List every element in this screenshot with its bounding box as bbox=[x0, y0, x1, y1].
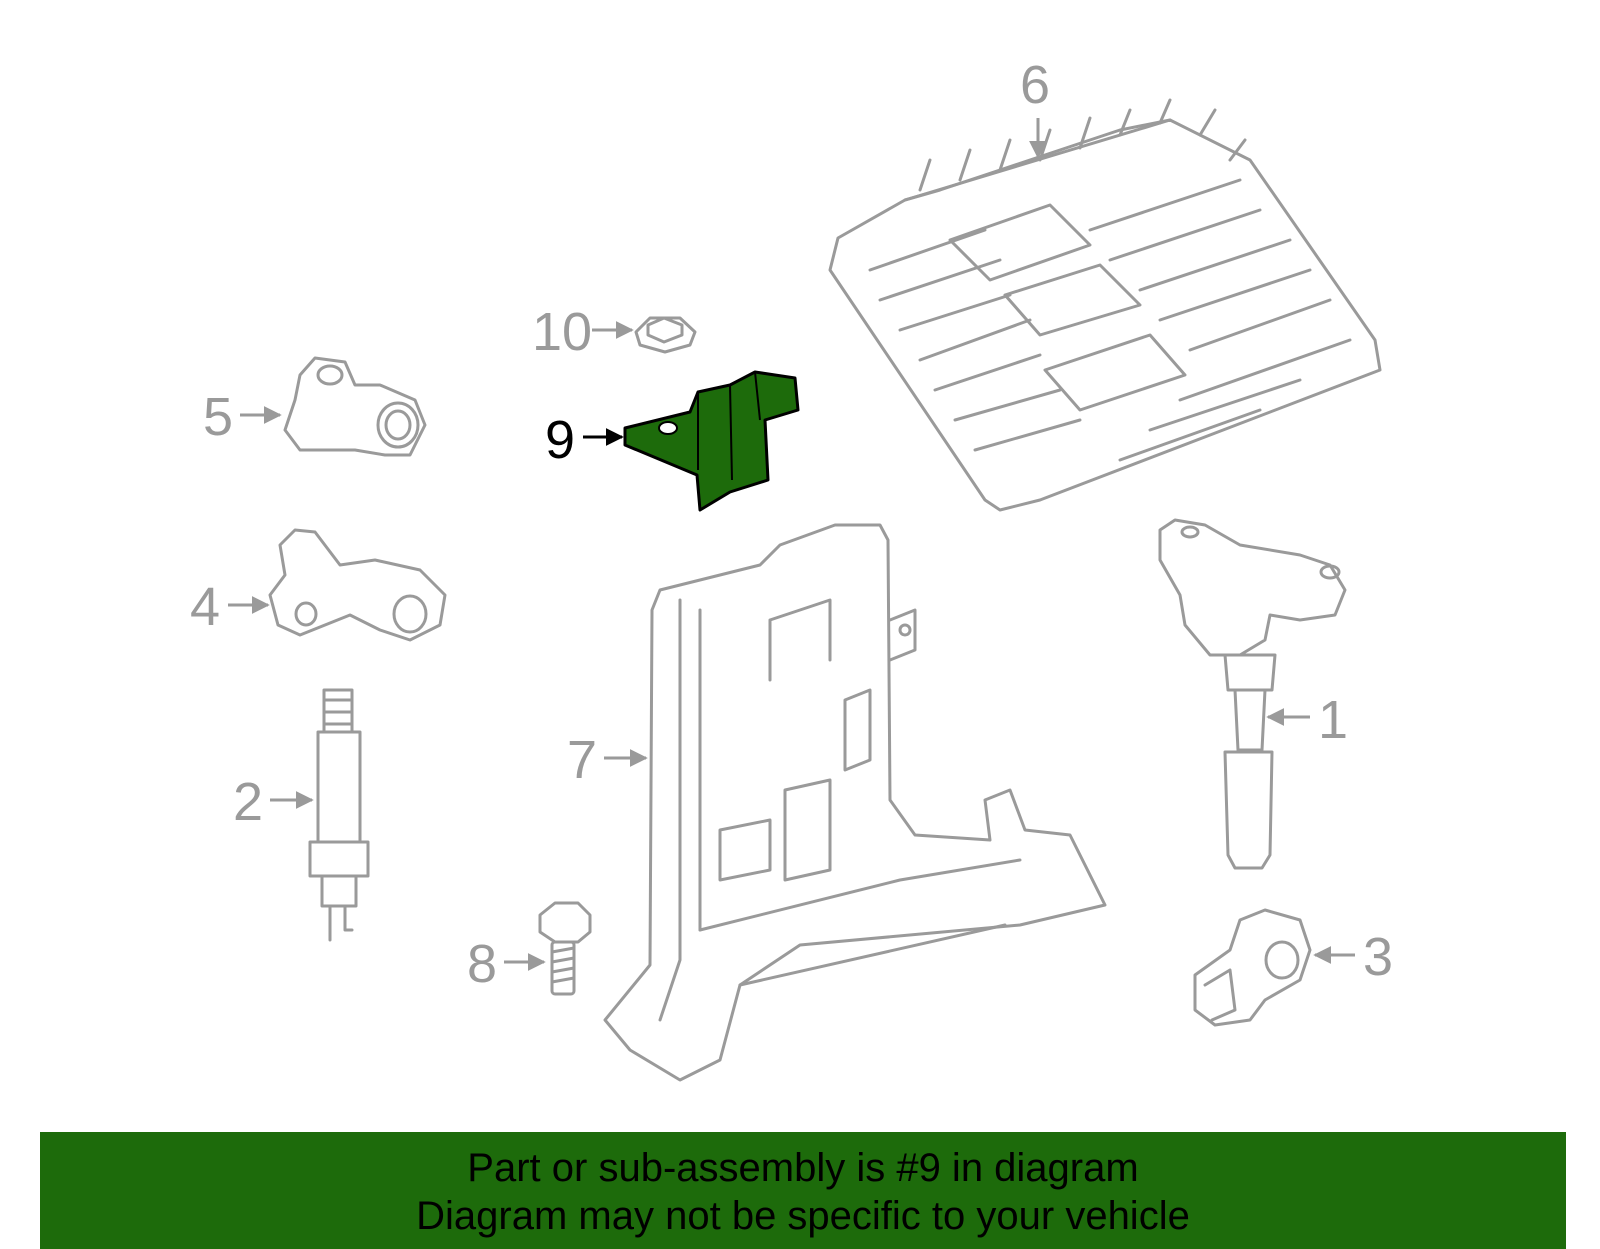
callout-10-label[interactable]: 10 bbox=[532, 302, 592, 362]
callout-4-label[interactable]: 4 bbox=[190, 577, 220, 637]
callout-9-label[interactable]: 9 bbox=[545, 410, 575, 470]
callout-1-label[interactable]: 1 bbox=[1318, 690, 1348, 750]
part-9-bracket-highlighted[interactable] bbox=[623, 370, 800, 512]
callout-3-label[interactable]: 3 bbox=[1363, 927, 1393, 987]
part-8-bolt[interactable] bbox=[538, 901, 592, 996]
part-4-sensor[interactable] bbox=[268, 528, 447, 642]
part-7-module-bracket[interactable] bbox=[603, 523, 1107, 1082]
banner-line-1: Part or sub-assembly is #9 in diagram bbox=[467, 1146, 1139, 1190]
info-banner: Part or sub-assembly is #9 in diagram Di… bbox=[40, 1132, 1566, 1249]
parts-diagram: 6 10 9 5 4 2 bbox=[190, 55, 1393, 1082]
part-3-knock-sensor[interactable] bbox=[1193, 908, 1312, 1027]
part-5-sensor[interactable] bbox=[283, 356, 427, 457]
part-2-oxygen-sensor[interactable] bbox=[308, 688, 370, 942]
callout-7-label[interactable]: 7 bbox=[567, 730, 597, 790]
part-6-engine-control-module[interactable] bbox=[828, 98, 1382, 512]
part-1-ignition-coil[interactable] bbox=[1158, 518, 1347, 870]
banner-line-2: Diagram may not be specific to your vehi… bbox=[416, 1194, 1190, 1238]
callout-2-label[interactable]: 2 bbox=[233, 772, 263, 832]
callout-6-label[interactable]: 6 bbox=[1020, 55, 1050, 115]
callout-5-label[interactable]: 5 bbox=[203, 387, 233, 447]
callout-8-label[interactable]: 8 bbox=[467, 934, 497, 994]
part-10-nut[interactable] bbox=[634, 316, 697, 354]
